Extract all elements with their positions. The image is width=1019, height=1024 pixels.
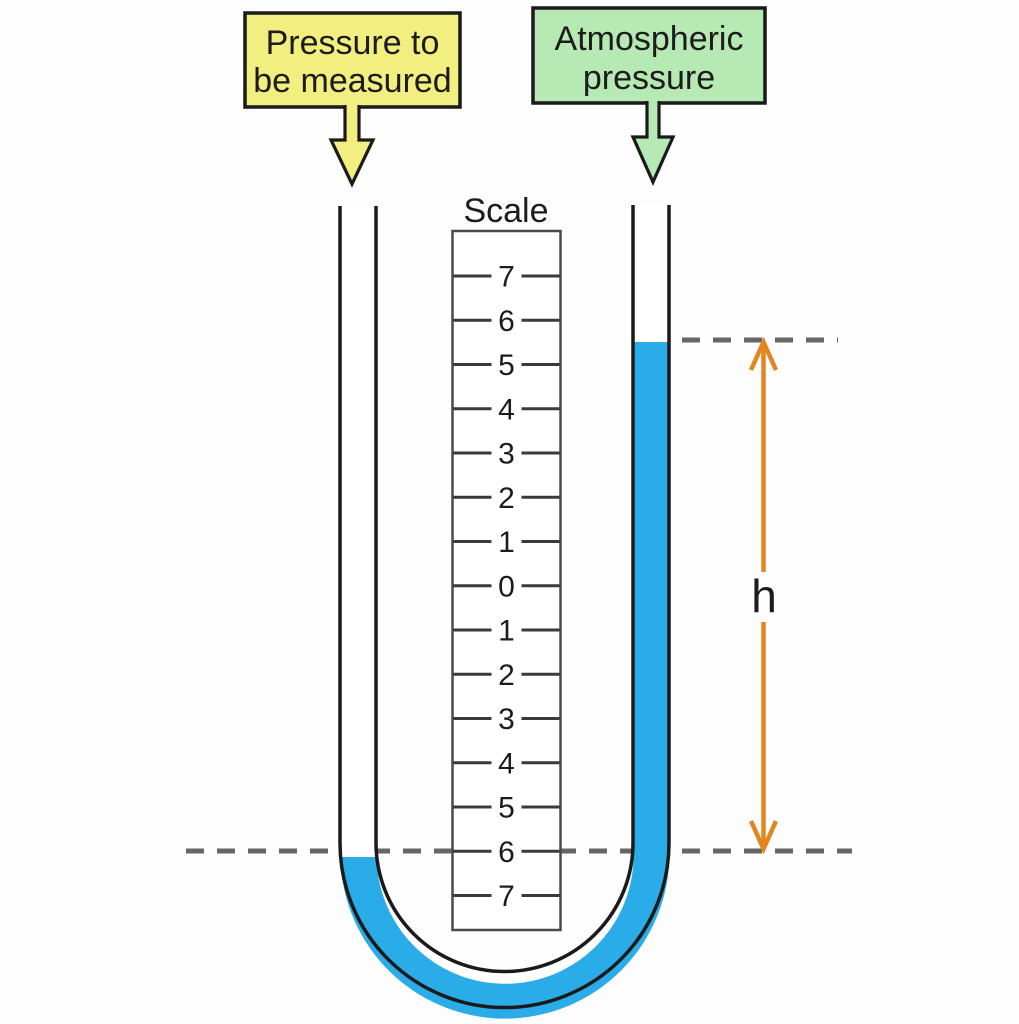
pressure-box-label-line1: Pressure to xyxy=(266,24,440,62)
scale-tick-label: 3 xyxy=(498,438,515,471)
tube-outer-wall xyxy=(338,205,671,1010)
scale-tick-label: 7 xyxy=(498,880,515,913)
scale-tick-label: 1 xyxy=(498,526,515,559)
pressure-box-label-line2: be measured xyxy=(253,62,451,100)
scale-tick-label: 0 xyxy=(498,570,515,603)
scale-tick-label: 3 xyxy=(498,703,515,736)
atmospheric-box-label-line1: Atmospheric xyxy=(555,20,744,58)
scale-tick-label: 4 xyxy=(498,747,515,780)
pressure-box xyxy=(243,11,462,109)
scale-box xyxy=(451,229,562,932)
tube-inner-wall xyxy=(374,205,635,974)
pressure-arrow xyxy=(328,105,376,188)
scale-tick-label: 7 xyxy=(498,261,515,294)
manometer-liquid xyxy=(340,342,670,1019)
atmospheric-box xyxy=(531,6,767,105)
measure-arrow-bottom-head xyxy=(748,820,779,855)
scale-tick-label: 2 xyxy=(498,659,515,692)
scale-ticks: 7 6 5 4 3 2 1 0 1 2 3 4 5 6 7 xyxy=(453,261,560,913)
scale-tick-label: 5 xyxy=(498,792,515,825)
scale-tick-label: 6 xyxy=(498,305,515,338)
atmospheric-arrow xyxy=(630,101,676,186)
scale-tick-label: 5 xyxy=(498,349,515,382)
scale-tick-label: 4 xyxy=(498,393,515,426)
height-label: h xyxy=(751,570,777,622)
measure-arrow-top-head xyxy=(748,336,779,371)
atmospheric-box-label-line2: pressure xyxy=(583,59,715,97)
scale-tick-label: 2 xyxy=(498,482,515,515)
scale-tick-label: 1 xyxy=(498,615,515,648)
scale-tick-label: 6 xyxy=(498,836,515,869)
scale-title: Scale xyxy=(463,192,548,230)
